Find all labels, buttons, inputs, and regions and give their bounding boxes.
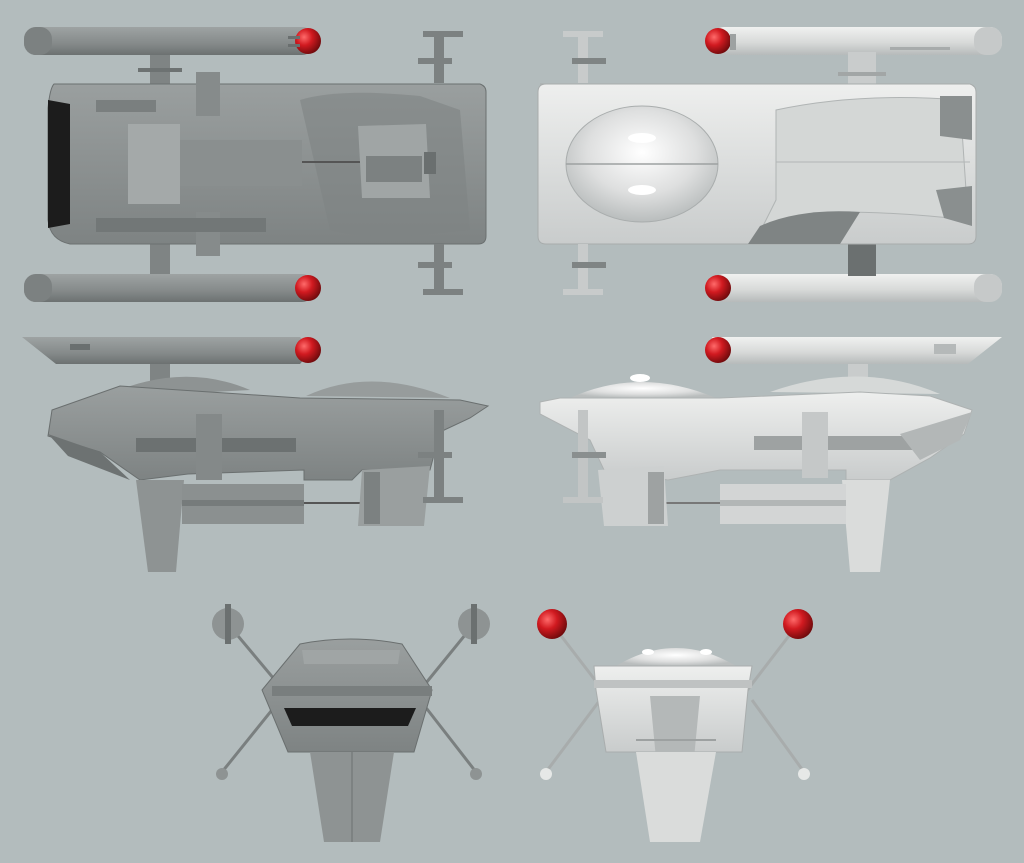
nacelle-side — [705, 337, 1002, 364]
bottom-view — [537, 27, 1002, 302]
keel-fin — [636, 752, 716, 842]
front-view — [212, 604, 490, 842]
port-side-view — [22, 337, 490, 572]
antenna-side — [563, 410, 606, 503]
nacelle-lower — [705, 274, 1002, 302]
top-view — [24, 27, 487, 302]
antenna-upper — [418, 31, 463, 83]
nacelle-cap — [537, 609, 567, 639]
bridge-window — [48, 100, 70, 228]
dome-aft — [306, 381, 450, 398]
nacelle-upper — [24, 27, 321, 55]
antenna-upper — [563, 31, 606, 83]
nacelle-upper — [705, 27, 1002, 55]
nacelle-cap — [295, 28, 321, 54]
nacelle-cap — [705, 28, 731, 54]
antenna-side — [418, 410, 463, 503]
rear-view — [537, 609, 813, 842]
nacelle-cap — [295, 275, 321, 301]
nacelle-cap — [705, 337, 731, 363]
sensor-dome — [616, 648, 736, 666]
nacelle-side — [22, 337, 321, 364]
nacelle-cap — [295, 337, 321, 363]
bridge-window — [284, 708, 416, 726]
dome-fore — [570, 382, 716, 398]
antenna-lower — [563, 244, 606, 295]
keel-fin — [842, 480, 890, 572]
antenna-lower — [418, 244, 463, 295]
nacelle-cap — [705, 275, 731, 301]
starboard-side-view — [539, 337, 1002, 572]
nacelle-lower — [24, 274, 321, 302]
keel-fin — [136, 480, 184, 572]
nacelle-cap — [783, 609, 813, 639]
